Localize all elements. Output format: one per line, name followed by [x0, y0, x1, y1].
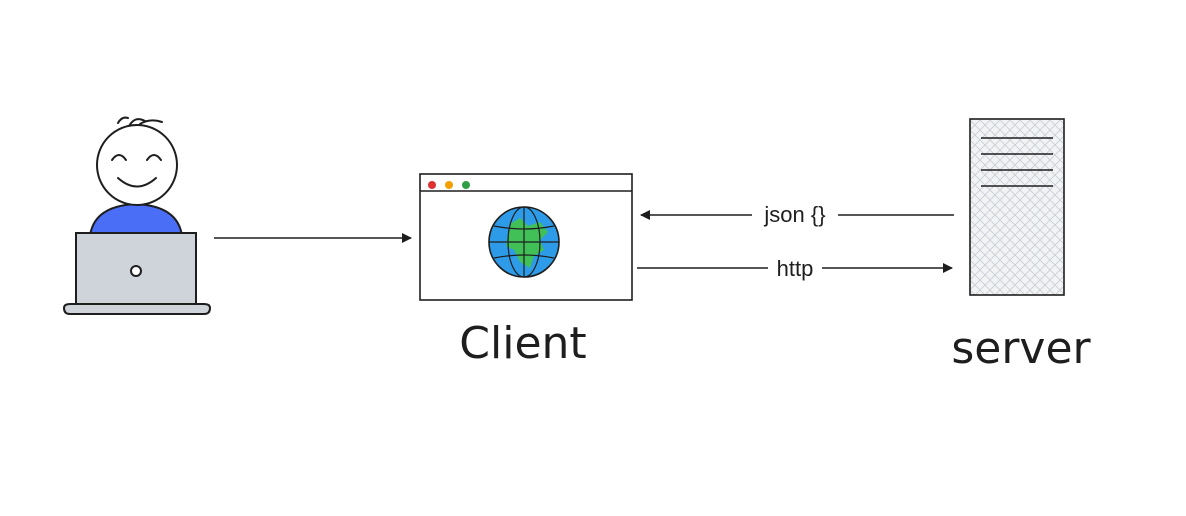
- browser-window-globe-icon: [419, 173, 633, 301]
- hair-strand: [117, 116, 129, 124]
- server-body: [969, 118, 1065, 296]
- server-tower-icon: [969, 118, 1065, 296]
- edge-label-json: json {}: [763, 202, 825, 227]
- edge-label-http: http: [777, 256, 814, 281]
- hair-strand: [139, 119, 163, 125]
- globe-parallel-north: [493, 225, 555, 230]
- globe-icon: [488, 206, 560, 278]
- edge-client-to-server: http: [637, 256, 953, 281]
- user-head: [96, 124, 178, 206]
- window-dot-green: [462, 181, 470, 189]
- window-dot-red: [428, 181, 436, 189]
- laptop-base: [62, 303, 212, 315]
- user-eye-right: [146, 154, 162, 161]
- user-eye-left: [111, 154, 127, 161]
- client-label: Client: [459, 318, 586, 369]
- server-label: server: [951, 323, 1091, 374]
- window-dot-yellow: [445, 181, 453, 189]
- laptop-logo: [130, 265, 142, 277]
- edge-server-to-client: json {}: [640, 202, 954, 227]
- user-with-laptop-icon: [62, 116, 212, 315]
- user-smile: [117, 177, 157, 188]
- globe-parallel-south: [493, 254, 555, 259]
- globe-continent: [506, 218, 548, 268]
- user-shirt: [88, 202, 184, 237]
